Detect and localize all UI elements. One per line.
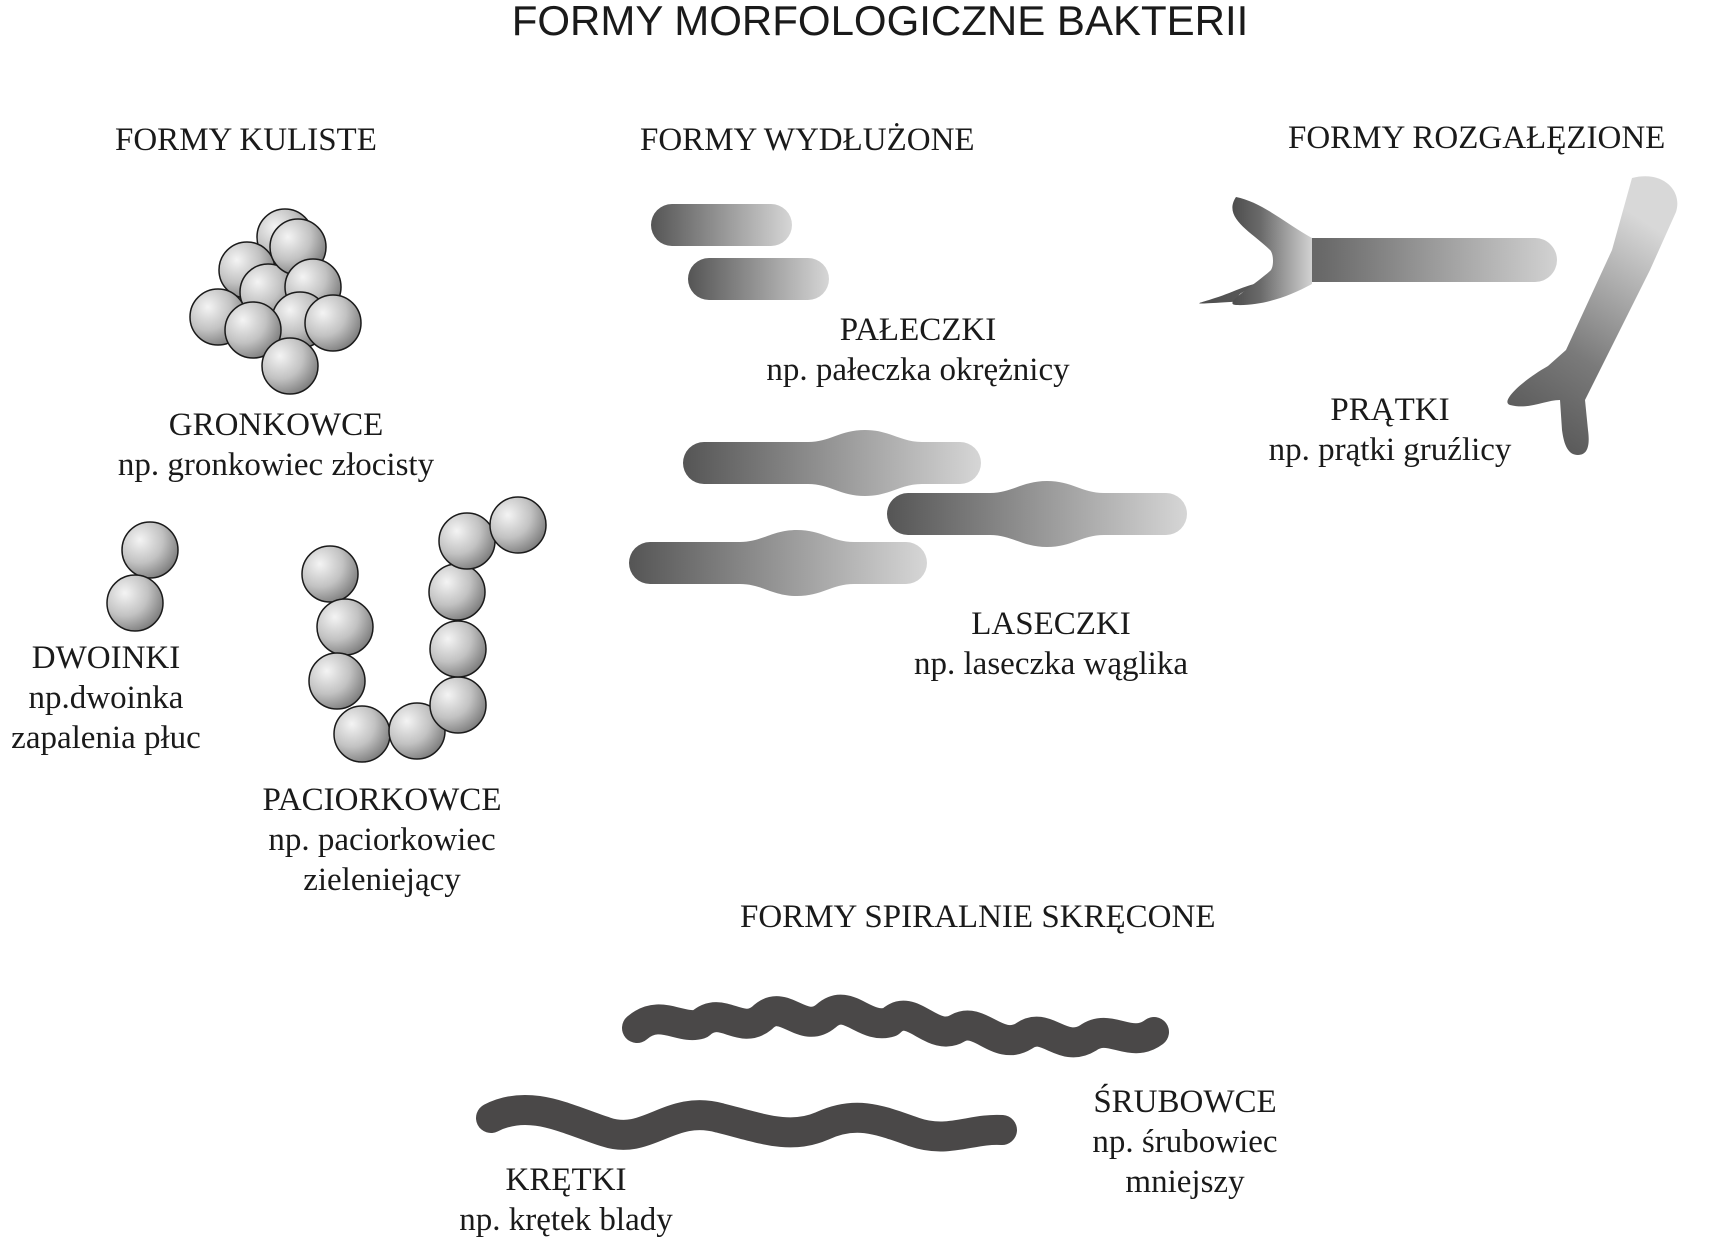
label-dwoinki: DWOINKI np.dwoinka zapalenia płuc [0, 638, 212, 758]
label-paciorkowce-name: PACIORKOWCE [262, 782, 502, 818]
kretki-spiral [476, 1095, 1017, 1152]
gronkowce-cluster [189, 208, 362, 395]
label-paciorkowce-example-1: np. paciorkowiec [268, 822, 496, 858]
label-pratki-name: PRĄTKI [1330, 392, 1450, 428]
label-kretki: KRĘTKI np. krętek blady [430, 1160, 702, 1240]
section-formy-rozgalezione: FORMY ROZGAŁĘZIONE [1288, 120, 1666, 156]
label-srubowce: ŚRUBOWCE np. śrubowiec mniejszy [1070, 1082, 1300, 1202]
label-paciorkowce: PACIORKOWCE np. paciorkowiec zieleniejąc… [232, 780, 532, 900]
label-laseczki: LASECZKI np. laseczka wąglika [890, 604, 1212, 684]
label-paleczki-example: np. pałeczka okrężnicy [766, 352, 1070, 388]
label-srubowce-name: ŚRUBOWCE [1093, 1084, 1277, 1120]
label-dwoinki-example-1: np.dwoinka [28, 680, 184, 716]
label-kretki-name: KRĘTKI [505, 1162, 627, 1198]
label-pratki: PRĄTKI np. prątki gruźlicy [1250, 390, 1530, 470]
section-formy-kuliste: FORMY KULISTE [115, 122, 377, 158]
section-formy-wydluzone: FORMY WYDŁUŻONE [640, 122, 975, 158]
label-paleczki: PAŁECZKI np. pałeczka okrężnicy [738, 310, 1098, 390]
label-dwoinki-example-2: zapalenia płuc [11, 720, 201, 756]
srubowce-spiral [622, 994, 1169, 1058]
paciorkowce-chain [301, 496, 547, 763]
section-formy-spiralne: FORMY SPIRALNIE SKRĘCONE [740, 899, 1216, 935]
paleczki-rods [651, 204, 829, 300]
label-dwoinki-name: DWOINKI [31, 640, 181, 676]
label-kretki-example: np. krętek blady [459, 1202, 673, 1238]
label-gronkowce-example: np. gronkowiec złocisty [117, 447, 435, 483]
label-gronkowce-name: GRONKOWCE [168, 407, 384, 443]
dwoinki-pair [106, 521, 179, 632]
label-srubowce-example-1: np. śrubowiec [1092, 1124, 1278, 1160]
label-pratki-example: np. prątki gruźlicy [1268, 432, 1512, 468]
label-laseczki-example: np. laseczka wąglika [914, 646, 1188, 682]
diagram-title: FORMY MORFOLOGICZNE BAKTERII [511, 0, 1249, 44]
label-paleczki-name: PAŁECZKI [839, 312, 997, 348]
label-srubowce-example-2: mniejszy [1125, 1164, 1245, 1200]
laseczki-bacilli [629, 430, 1187, 596]
label-gronkowce: GRONKOWCE np. gronkowiec złocisty [96, 405, 456, 485]
label-laseczki-name: LASECZKI [971, 606, 1131, 642]
label-paciorkowce-example-2: zieleniejący [303, 862, 461, 898]
pratki-branches [1199, 176, 1678, 456]
